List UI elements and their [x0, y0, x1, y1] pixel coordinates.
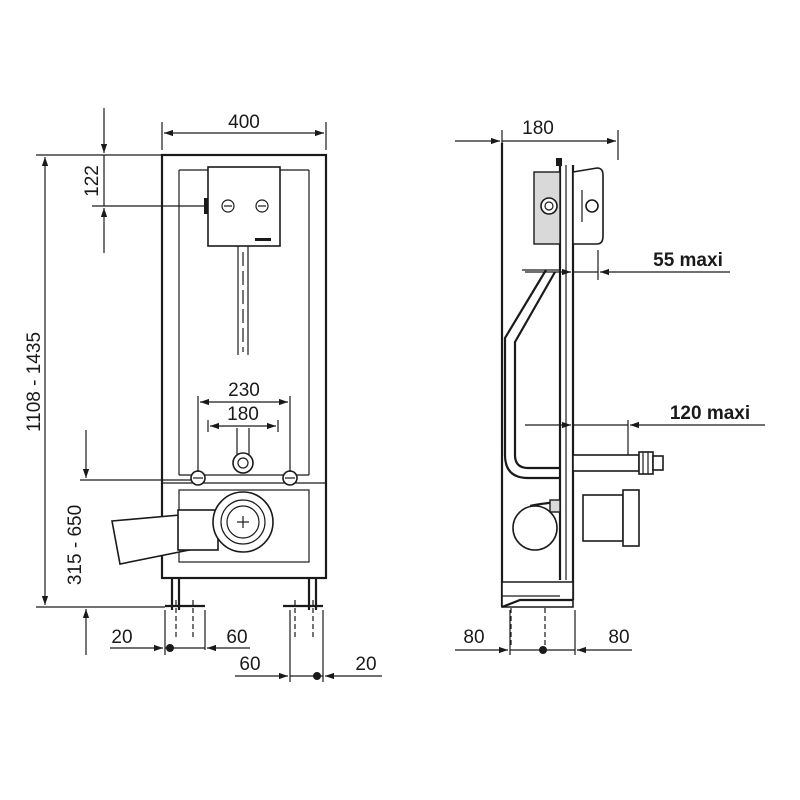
- top-offset-label: 122: [82, 165, 103, 197]
- inlet-valve-icon: [232, 452, 254, 474]
- outlet-height-label: 315 - 650: [65, 505, 86, 585]
- foot-right-label: 80: [608, 627, 629, 648]
- anchor-left: [165, 600, 205, 640]
- anchor-right: [283, 600, 323, 640]
- foot-left-a-label: 20: [111, 627, 132, 648]
- bolt-spacing-outer-label: 230: [228, 380, 260, 401]
- foot-left-b-label: 60: [226, 627, 247, 648]
- frame-outline: [160, 153, 328, 580]
- foot-right-a-label: 60: [239, 654, 260, 675]
- foot-left-label: 80: [463, 627, 484, 648]
- foot-right-b-label: 20: [355, 654, 376, 675]
- front-view: 400 122 1108 - 1435 315 - 650 230 180: [24, 108, 382, 682]
- width-label: 400: [228, 112, 260, 133]
- bolt-spacing-inner-label: 180: [227, 404, 259, 425]
- flush-button-right-icon: [255, 199, 269, 213]
- flush-plate: [207, 166, 281, 247]
- flush-button-left-icon: [221, 199, 235, 213]
- side-view: 180 55 maxi 120 maxi 80 80: [455, 118, 765, 655]
- depth-label: 180: [522, 118, 554, 139]
- height-range-label: 1108 - 1435: [24, 332, 45, 432]
- outlet-protrusion-label: 120 maxi: [670, 403, 750, 424]
- cistern-protrusion-label: 55 maxi: [653, 250, 723, 271]
